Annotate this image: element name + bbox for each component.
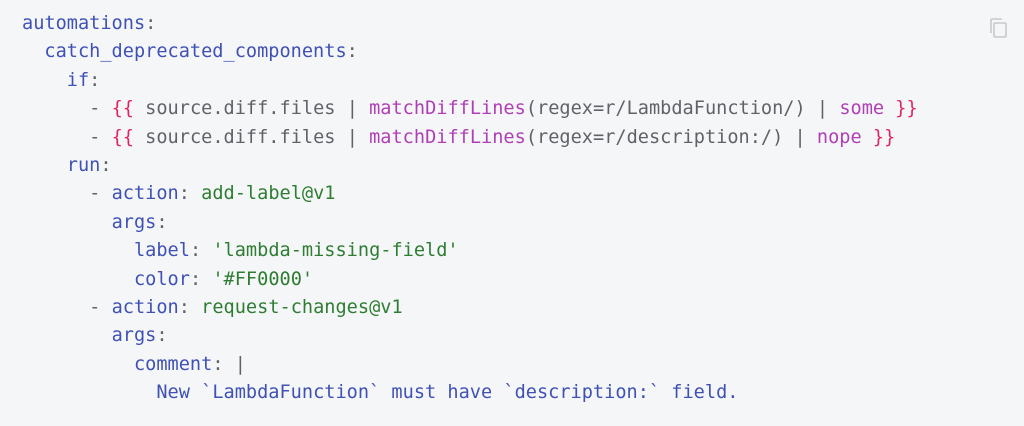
colon: : <box>89 69 101 91</box>
colon: : <box>156 325 168 347</box>
yaml-key: action <box>111 183 179 205</box>
code-line-label: label: 'lambda-missing-field' <box>22 237 1024 265</box>
yaml-key: label <box>133 240 190 262</box>
code-line-action-1: - action: add-label@v1 <box>22 180 1024 208</box>
code-line-comment: comment: | <box>22 351 1024 379</box>
block-indicator: | <box>234 353 246 375</box>
yaml-key: if <box>66 69 90 91</box>
copy-icon <box>990 18 1007 38</box>
pipe: | <box>794 126 806 148</box>
yaml-key: color <box>133 268 190 290</box>
code-line-comment-text: New `LambdaFunction` must have `descript… <box>22 379 1024 407</box>
colon: : <box>346 41 358 63</box>
yaml-key: catch_deprecated_components <box>44 41 347 63</box>
code-line-run: run: <box>22 152 1024 180</box>
template-close: }} <box>895 98 918 120</box>
function-name: matchDiffLines <box>369 98 526 120</box>
pipe: | <box>346 126 358 148</box>
code-line-action-2: - action: request-changes@v1 <box>22 294 1024 322</box>
pipe: | <box>346 98 358 120</box>
colon: : <box>145 13 157 34</box>
code-line-automations: automations: <box>22 10 1024 38</box>
source-expr: source.diff.files <box>145 98 336 120</box>
dash: - <box>89 296 101 318</box>
code-line-if: if: <box>22 67 1024 95</box>
code-line-rule-name: catch_deprecated_components: <box>22 38 1024 66</box>
colon: : <box>178 296 190 318</box>
yaml-value: request-changes@v1 <box>201 296 403 318</box>
source-expr: source.diff.files <box>145 126 336 148</box>
colon: : <box>189 268 202 290</box>
code-line-args-2: args: <box>22 322 1024 350</box>
yaml-key: action <box>111 296 179 318</box>
yaml-key: comment <box>133 353 213 375</box>
function-name: matchDiffLines <box>369 126 526 148</box>
code-line-color: color: '#FF0000' <box>22 266 1024 294</box>
filter-name: nope <box>816 126 862 148</box>
yaml-key: run <box>66 154 101 176</box>
function-args: (regex=r/LambdaFunction/) <box>525 98 806 120</box>
yaml-value: add-label@v1 <box>201 183 336 205</box>
template-close: }} <box>872 126 896 148</box>
pipe: | <box>816 98 829 120</box>
template-open: {{ <box>111 98 134 120</box>
colon: : <box>178 183 190 205</box>
code-line-condition-1: - {{ source.diff.files | matchDiffLines(… <box>22 95 1024 123</box>
yaml-key: automations <box>22 13 146 34</box>
dash: - <box>89 98 101 120</box>
yaml-key: args <box>111 211 157 233</box>
code-line-condition-2: - {{ source.diff.files | matchDiffLines(… <box>22 124 1024 152</box>
comment-text: New `LambdaFunction` must have `descript… <box>156 382 739 404</box>
colon: : <box>156 211 168 233</box>
yaml-value: 'lambda-missing-field' <box>212 240 459 262</box>
colon: : <box>189 240 202 262</box>
code-line-args-1: args: <box>22 209 1024 237</box>
colon: : <box>100 154 112 176</box>
yaml-key: args <box>111 325 157 347</box>
dash: - <box>89 183 101 205</box>
copy-button[interactable] <box>986 16 1010 40</box>
colon: : <box>212 353 224 375</box>
filter-name: some <box>839 98 885 120</box>
template-open: {{ <box>111 126 134 148</box>
yaml-value: '#FF0000' <box>212 268 314 290</box>
dash: - <box>89 126 101 148</box>
function-args: (regex=r/description:/) <box>525 126 784 148</box>
